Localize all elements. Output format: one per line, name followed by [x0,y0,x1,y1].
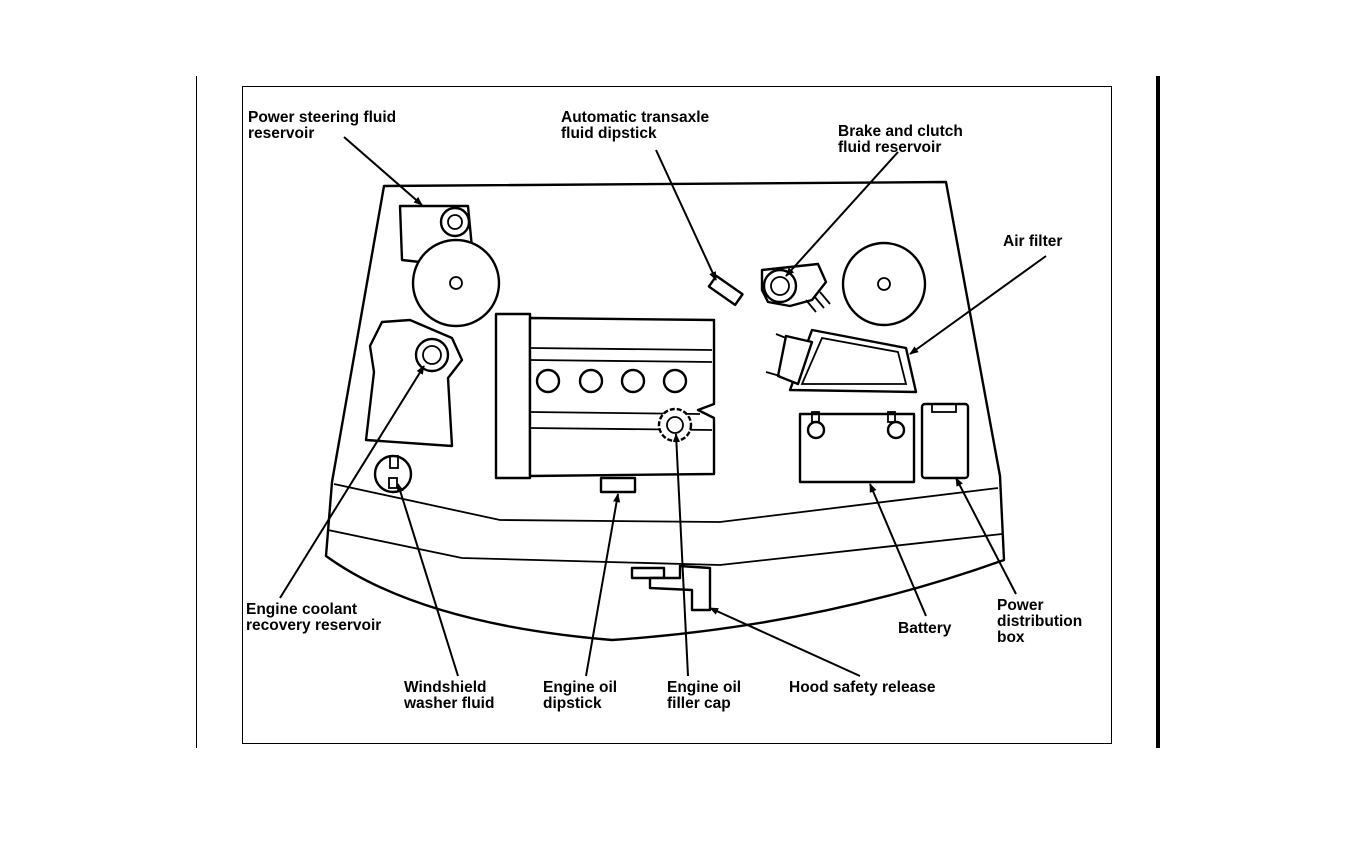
label-line: dipstick [543,696,617,712]
label-line: Power steering fluid [248,110,396,126]
label-battery: Battery [898,621,951,637]
label-line: fluid reservoir [838,140,963,156]
label-line: Engine oil [543,680,617,696]
label-oil-dipstick: Engine oil dipstick [543,680,617,712]
washer-fluid-cap [375,456,411,492]
label-line: Engine oil [667,680,741,696]
label-air-filter: Air filter [1003,234,1062,250]
label-line: distribution [997,614,1082,630]
label-line: Automatic transaxle [561,110,709,126]
label-line: Battery [898,621,951,637]
label-line: Brake and clutch [838,124,963,140]
label-line: box [997,630,1082,646]
oil-filler-cap [659,409,691,441]
label-hood-release: Hood safety release [789,680,935,696]
label-line: Engine coolant [246,602,381,618]
label-transaxle-dipstick: Automatic transaxle fluid dipstick [561,110,709,142]
label-line: washer fluid [404,696,494,712]
power-distribution-box-body [922,404,968,478]
label-brake-clutch-reservoir: Brake and clutch fluid reservoir [838,124,963,156]
label-line: Power [997,598,1082,614]
label-line: fluid dipstick [561,126,709,142]
air-filter-lid [843,243,925,325]
label-coolant-reservoir: Engine coolant recovery reservoir [246,602,381,634]
label-line: Windshield [404,680,494,696]
label-power-distribution-box: Power distribution box [997,598,1082,646]
engine-block [496,314,714,478]
label-oil-filler-cap: Engine oil filler cap [667,680,741,712]
label-line: recovery reservoir [246,618,381,634]
label-line: Hood safety release [789,680,935,696]
power-steering-pulley [413,240,499,326]
label-line: reservoir [248,126,396,142]
label-line: filler cap [667,696,741,712]
battery-body [800,412,914,482]
label-line: Air filter [1003,234,1062,250]
label-washer-fluid: Windshield washer fluid [404,680,494,712]
engine-oil-dipstick-handle [601,478,635,492]
label-power-steering-reservoir: Power steering fluid reservoir [248,110,396,142]
